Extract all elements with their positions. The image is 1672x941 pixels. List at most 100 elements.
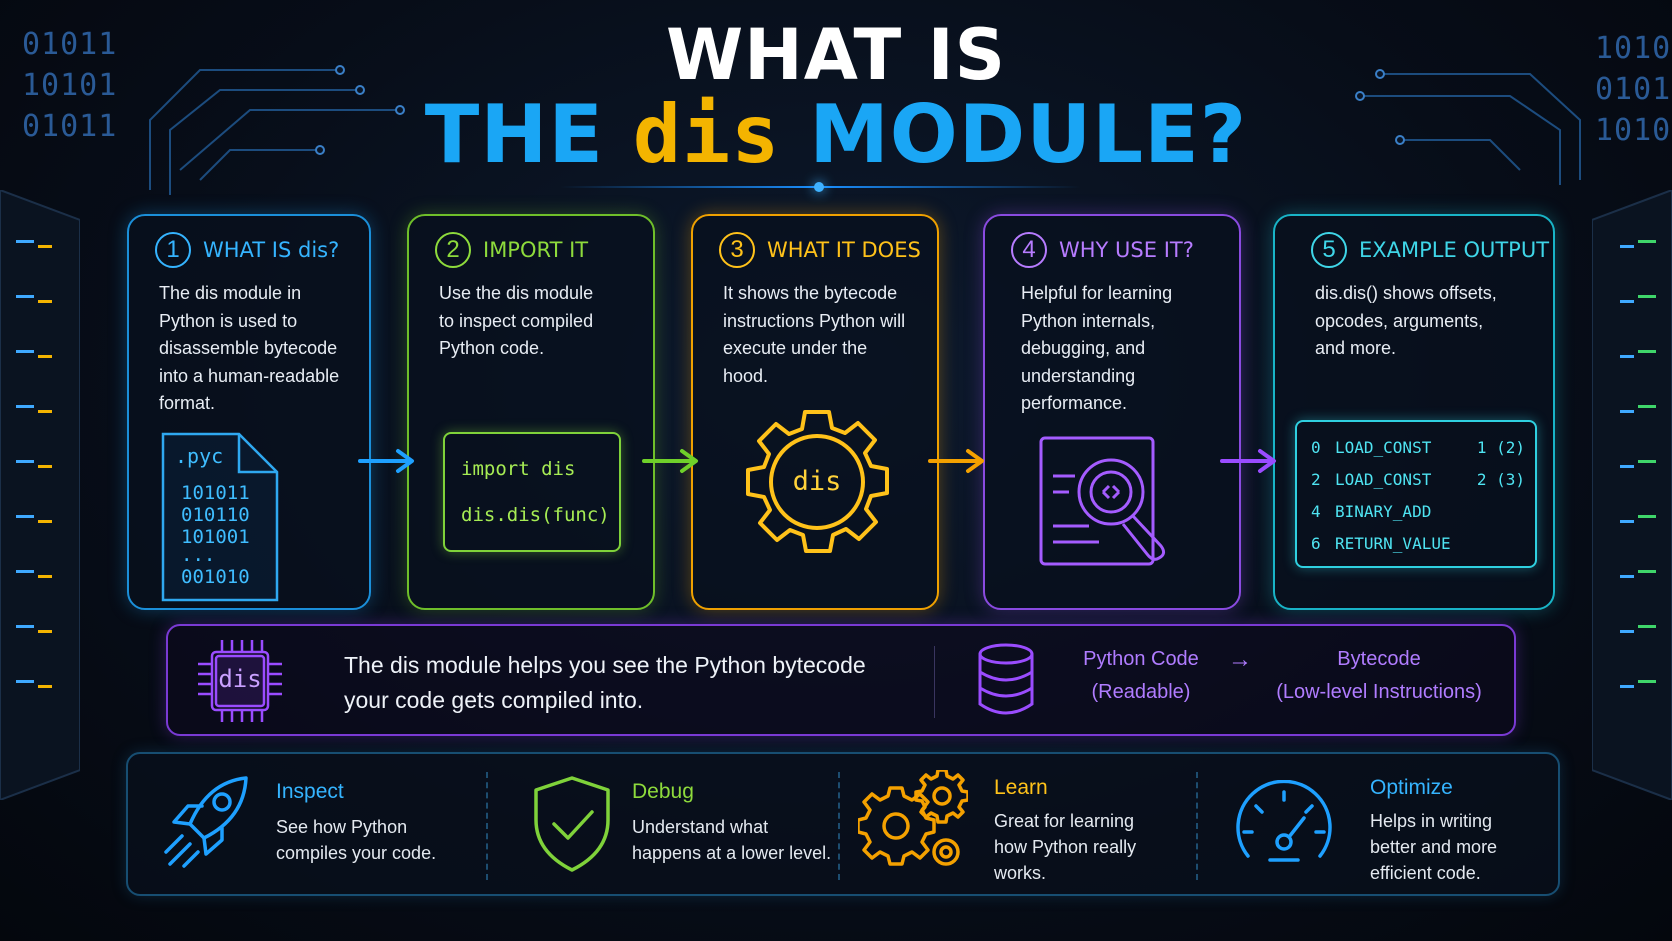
binary-line: 010110 <box>181 504 250 526</box>
step-number: 1 <box>155 232 191 268</box>
flow-target: Bytecode (Low-level Instructions) <box>1264 648 1494 704</box>
title-dis: dis <box>632 88 781 181</box>
feature-line: how Python really <box>994 837 1137 857</box>
card-description: Use the dis module to inspect compiled P… <box>439 280 633 363</box>
description-line: Python internals, <box>1021 310 1156 331</box>
bytecode-opcode: LOAD_CONST <box>1335 438 1432 457</box>
bytecode-output: 0 LOAD_CONST 1 (2) 2 LOAD_CONST 2 (3) 4 … <box>1295 420 1537 568</box>
cpu-chip-icon <box>198 640 282 722</box>
card-title: EXAMPLE OUTPUT <box>1359 238 1550 262</box>
flow-target-sub: (Low-level Instructions) <box>1276 681 1482 703</box>
description-line: disassemble bytecode <box>159 338 338 358</box>
card-what-it-does: 3 WHAT IT DOES It shows the bytecode ins… <box>691 214 939 610</box>
flow-source: Python Code (Readable) <box>1066 648 1216 704</box>
description-line: format. <box>159 393 216 413</box>
title-the: THE <box>424 88 604 181</box>
card-header: 5 EXAMPLE OUTPUT <box>1311 232 1549 268</box>
title-line-2: THE dis MODULE? <box>0 88 1672 181</box>
divider <box>934 646 935 718</box>
binary-line: 0101 <box>1595 72 1672 107</box>
step-number: 5 <box>1311 232 1347 268</box>
pyc-file-icon: .pyc 101011 010110 101001 ... 001010 <box>161 432 279 602</box>
description-line: Helpful for learning <box>1021 283 1173 303</box>
bytecode-row: 2 LOAD_CONST 2 (3) <box>1311 470 1525 490</box>
card-header: 4 WHY USE IT? <box>1011 232 1194 268</box>
gear-label: dis <box>792 466 842 497</box>
bytecode-opcode: LOAD_CONST <box>1335 470 1432 489</box>
title-module: MODULE? <box>809 88 1248 181</box>
pyc-label: .pyc <box>175 444 224 468</box>
description-line: Python code. <box>439 338 545 358</box>
code-snippet: import dis dis.dis(func) <box>443 432 621 552</box>
bytecode-offset: 6 <box>1311 534 1321 553</box>
description-line: Use the dis module <box>439 283 594 303</box>
feature-line: Helps in writing <box>1370 811 1493 831</box>
summary-panel: dis The dis module helps you see the Pyt… <box>166 624 1516 736</box>
description-line: and more. <box>1315 338 1397 358</box>
features-panel: Inspect See how Python compiles your cod… <box>126 752 1560 896</box>
summary-line: your code gets compiled into. <box>344 687 644 713</box>
circuit-decoration-left <box>149 65 405 195</box>
binary-line: 01011 <box>22 27 118 62</box>
card-title: WHAT IT DOES <box>767 238 921 262</box>
bytecode-opcode: RETURN_VALUE <box>1335 534 1451 553</box>
feature-title: Learn <box>994 776 1048 799</box>
server-rack-right <box>1592 190 1672 800</box>
feature-description: Understand what happens at a lower level… <box>632 814 831 866</box>
binary-line: ... <box>181 544 216 566</box>
circuit-decoration-right <box>1355 69 1581 185</box>
description-line: understanding <box>1021 365 1136 386</box>
server-rack-left <box>0 190 80 800</box>
card-description: It shows the bytecode instructions Pytho… <box>723 280 917 390</box>
description-line: performance. <box>1021 393 1128 413</box>
title-line-1: WHAT IS <box>665 14 1007 96</box>
bytecode-offset: 4 <box>1311 502 1321 521</box>
binary-line: 101001 <box>181 526 250 548</box>
card-title: IMPORT IT <box>483 238 589 262</box>
description-line: to inspect compiled <box>439 310 594 331</box>
flow-source-sub: (Readable) <box>1091 681 1191 703</box>
feature-title: Debug <box>632 780 694 803</box>
bytecode-row: 4 BINARY_ADD <box>1311 502 1525 522</box>
description-line: execute under the hood. <box>723 338 868 386</box>
rocket-icon <box>164 776 248 868</box>
step-number: 2 <box>435 232 471 268</box>
card-header: 3 WHAT IT DOES <box>719 232 921 268</box>
binary-line: 001010 <box>181 566 250 588</box>
flow-arrow: → <box>1228 646 1252 673</box>
card-header: 1 WHAT IS dis? <box>155 232 339 268</box>
feature-line: See how Python <box>276 817 408 837</box>
binary-line: 01011 <box>22 109 118 144</box>
arrow-right-icon <box>358 449 414 473</box>
feature-line: better and more <box>1370 837 1498 857</box>
description-line: opcodes, arguments, <box>1315 310 1484 331</box>
step-number: 3 <box>719 232 755 268</box>
bytecode-offset: 2 <box>1311 470 1321 489</box>
card-title: WHY USE IT? <box>1059 238 1194 262</box>
description-line: It shows the bytecode <box>723 283 898 303</box>
gears-icon <box>858 770 968 866</box>
step-number: 4 <box>1011 232 1047 268</box>
card-description: The dis module in Python is used to disa… <box>159 280 349 418</box>
feature-line: happens at a lower level. <box>632 843 832 863</box>
gear-icon <box>746 410 889 553</box>
card-example-output: 5 EXAMPLE OUTPUT dis.dis() shows offsets… <box>1273 214 1555 610</box>
divider <box>486 772 488 880</box>
feature-line: Understand what <box>632 817 769 837</box>
summary-line: The dis module helps you see the Python … <box>344 652 866 678</box>
code-line: import dis <box>461 458 576 480</box>
bytecode-row: 6 RETURN_VALUE <box>1311 534 1525 554</box>
card-what-is-dis: 1 WHAT IS dis? The dis module in Python … <box>127 214 371 610</box>
flow-target-label: Bytecode <box>1337 648 1421 670</box>
feature-description: Helps in writing better and more efficie… <box>1370 808 1497 886</box>
feature-description: Great for learning how Python really wor… <box>994 808 1136 886</box>
binary-decoration-right: 1010 0101 1010 <box>1595 28 1671 151</box>
card-description: Helpful for learning Python internals, d… <box>1021 280 1219 418</box>
feature-line: compiles your code. <box>276 843 437 863</box>
binary-line: 1010 <box>1595 31 1672 66</box>
chip-label: dis <box>218 665 262 693</box>
description-line: The dis module in <box>159 283 302 303</box>
code-line: dis.dis(func) <box>461 504 610 526</box>
card-description: dis.dis() shows offsets, opcodes, argume… <box>1315 280 1533 363</box>
document-magnifier-icon <box>1039 436 1166 566</box>
